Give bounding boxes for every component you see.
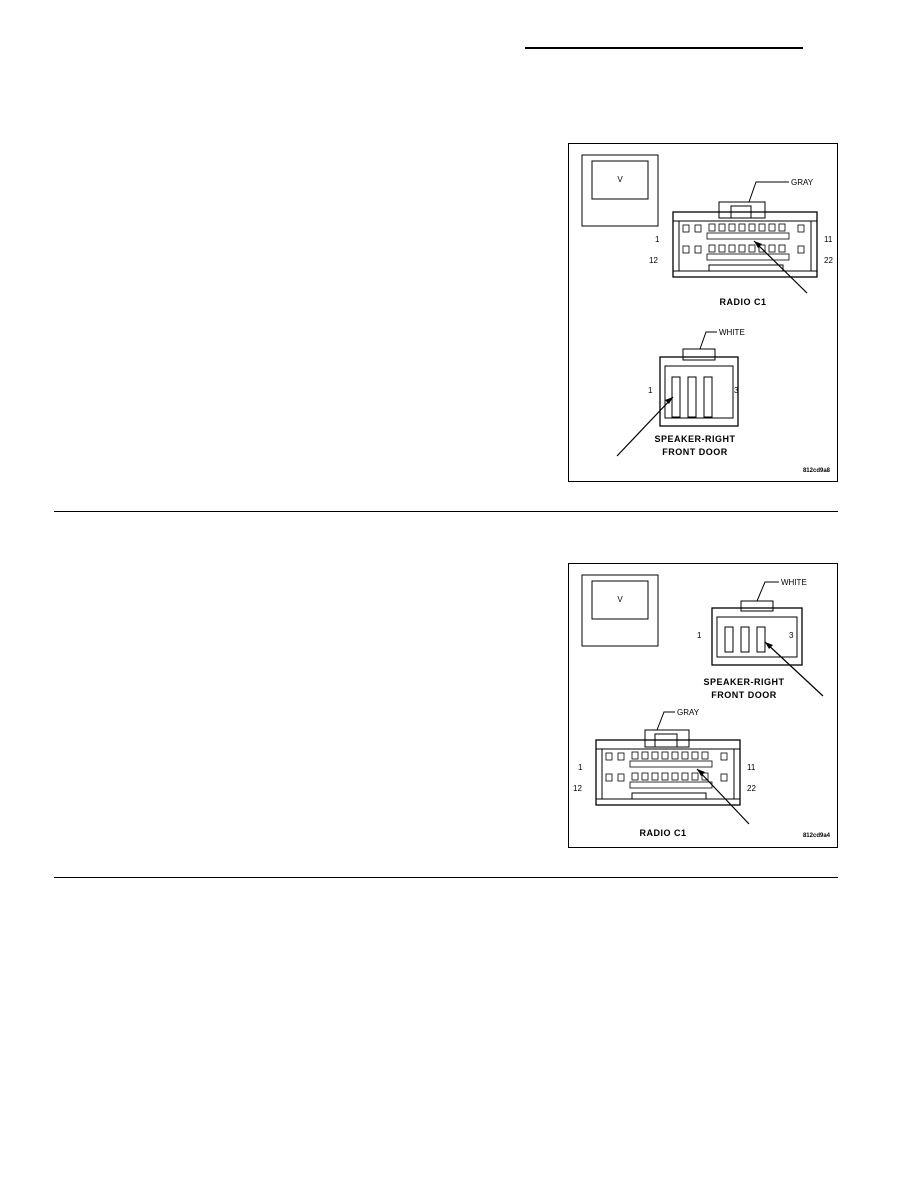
speaker-pin-1: 1 (697, 631, 702, 640)
connector-color-label: GRAY (791, 178, 814, 187)
speaker-color-label: WHITE (719, 328, 745, 337)
connector-name: RADIO C1 (639, 828, 686, 838)
image-code: 812cd9a4 (803, 833, 831, 839)
speaker-pin-3: 3 (789, 631, 794, 640)
pin-label-11: 11 (824, 235, 833, 244)
connector-color-label: GRAY (677, 708, 700, 717)
speaker-pin-1: 1 (648, 386, 653, 395)
radio-c1-connector: GRAY 1 (649, 178, 833, 307)
pin-label-1: 1 (578, 763, 583, 772)
pin-row-top (682, 223, 805, 240)
pin-label-12: 12 (649, 256, 658, 265)
pin-label-12: 12 (573, 784, 582, 793)
pin-label-22: 22 (747, 784, 756, 793)
pin-label-1: 1 (655, 235, 660, 244)
meter-icon: V (581, 154, 659, 227)
connector-name: RADIO C1 (719, 297, 766, 307)
figure-2-svg: V WHITE 1 3 SPEAKER-RIGHT FRONT DOOR GRA… (573, 574, 831, 839)
speaker-connector: WHITE 1 3 SPEAKER-RIGHT FRONT DOOR (697, 578, 824, 700)
figure-1-diagram: V GRAY (568, 143, 838, 482)
pin-label-22: 22 (824, 256, 833, 265)
speaker-color-label: WHITE (781, 578, 807, 587)
figure-1-svg: V GRAY (581, 154, 833, 474)
speaker-name-line2: FRONT DOOR (662, 447, 728, 457)
speaker-connector: WHITE 1 3 SPEAKER-RIGHT FRONT DOOR (616, 328, 745, 457)
speaker-name-line1: SPEAKER-RIGHT (654, 434, 735, 444)
speaker-name-line2: FRONT DOOR (711, 690, 777, 700)
pin-row-bottom (682, 244, 805, 261)
speaker-pin-3: 3 (734, 386, 739, 395)
section-divider-1 (54, 511, 838, 512)
figure-2-diagram: V WHITE 1 3 SPEAKER-RIGHT FRONT DOOR GRA… (568, 563, 838, 848)
image-code: 812cd9a8 (803, 468, 831, 474)
section-divider-2 (54, 877, 838, 878)
radio-c1-connector: GRAY 1 (573, 708, 756, 838)
pin-label-11: 11 (747, 763, 756, 772)
speaker-name-line1: SPEAKER-RIGHT (703, 677, 784, 687)
meter-letter: V (617, 595, 623, 604)
meter-letter: V (617, 175, 623, 184)
pin-row-top (605, 751, 728, 768)
meter-icon: V (581, 574, 659, 647)
pin-row-bottom (605, 772, 728, 789)
header-rule (525, 47, 803, 49)
